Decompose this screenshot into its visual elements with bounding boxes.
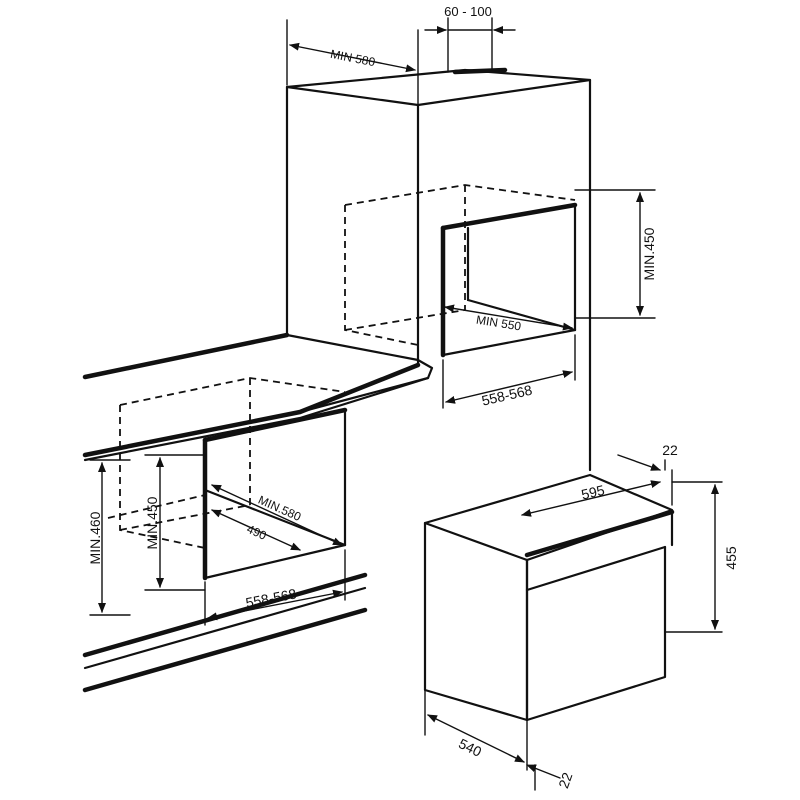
dimension-labels: MIN 580 60 - 100 MIN.450 MIN 550 558-568… [87,4,739,790]
label-558-568-lower: 558-568 [244,585,298,611]
upper-niche [344,184,578,358]
label-595: 595 [580,482,607,503]
dimension-lines [89,17,723,791]
plinth [82,572,368,693]
label-455: 455 [723,546,739,570]
label-540: 540 [456,735,484,760]
label-min-450-upper: MIN.450 [641,227,657,280]
label-min-460: MIN.460 [87,511,103,564]
label-min-580-top: MIN 580 [329,47,377,69]
label-558-568-upper: 558-568 [480,382,534,409]
countertop [82,332,434,462]
label-490: 490 [245,522,269,543]
tall-cabinet [285,67,592,472]
oven [423,473,675,722]
label-min-450-lower: MIN.450 [144,496,160,549]
label-22-bottom: 22 [555,770,575,790]
label-60-100: 60 - 100 [444,4,492,19]
label-min-550: MIN 550 [475,313,522,334]
label-22-top: 22 [662,442,678,458]
